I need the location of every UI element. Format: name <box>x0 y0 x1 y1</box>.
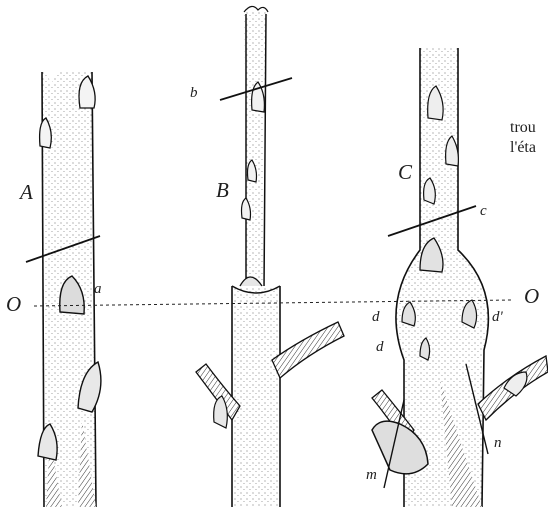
stem-a <box>26 70 101 507</box>
stem-c <box>372 48 548 507</box>
stem-label-a: A <box>20 182 33 203</box>
body-text-line-2: l'éta <box>510 138 536 158</box>
cut-label-b: b <box>190 86 198 101</box>
callout-d-prime: d' <box>492 310 503 325</box>
stem-label-b: B <box>216 180 229 201</box>
callout-n: n <box>494 436 502 451</box>
reference-label-left: O <box>6 294 21 315</box>
cut-label-a: a <box>94 282 102 297</box>
callout-d-left: d <box>372 310 380 325</box>
callout-m: m <box>366 468 377 483</box>
reference-label-right: O <box>524 286 539 307</box>
stem-label-c: C <box>398 162 412 183</box>
body-text-line-1: trou <box>510 118 536 138</box>
callout-d-lower: d <box>376 340 384 355</box>
cut-label-c: c <box>480 204 487 219</box>
stem-b <box>196 6 344 507</box>
